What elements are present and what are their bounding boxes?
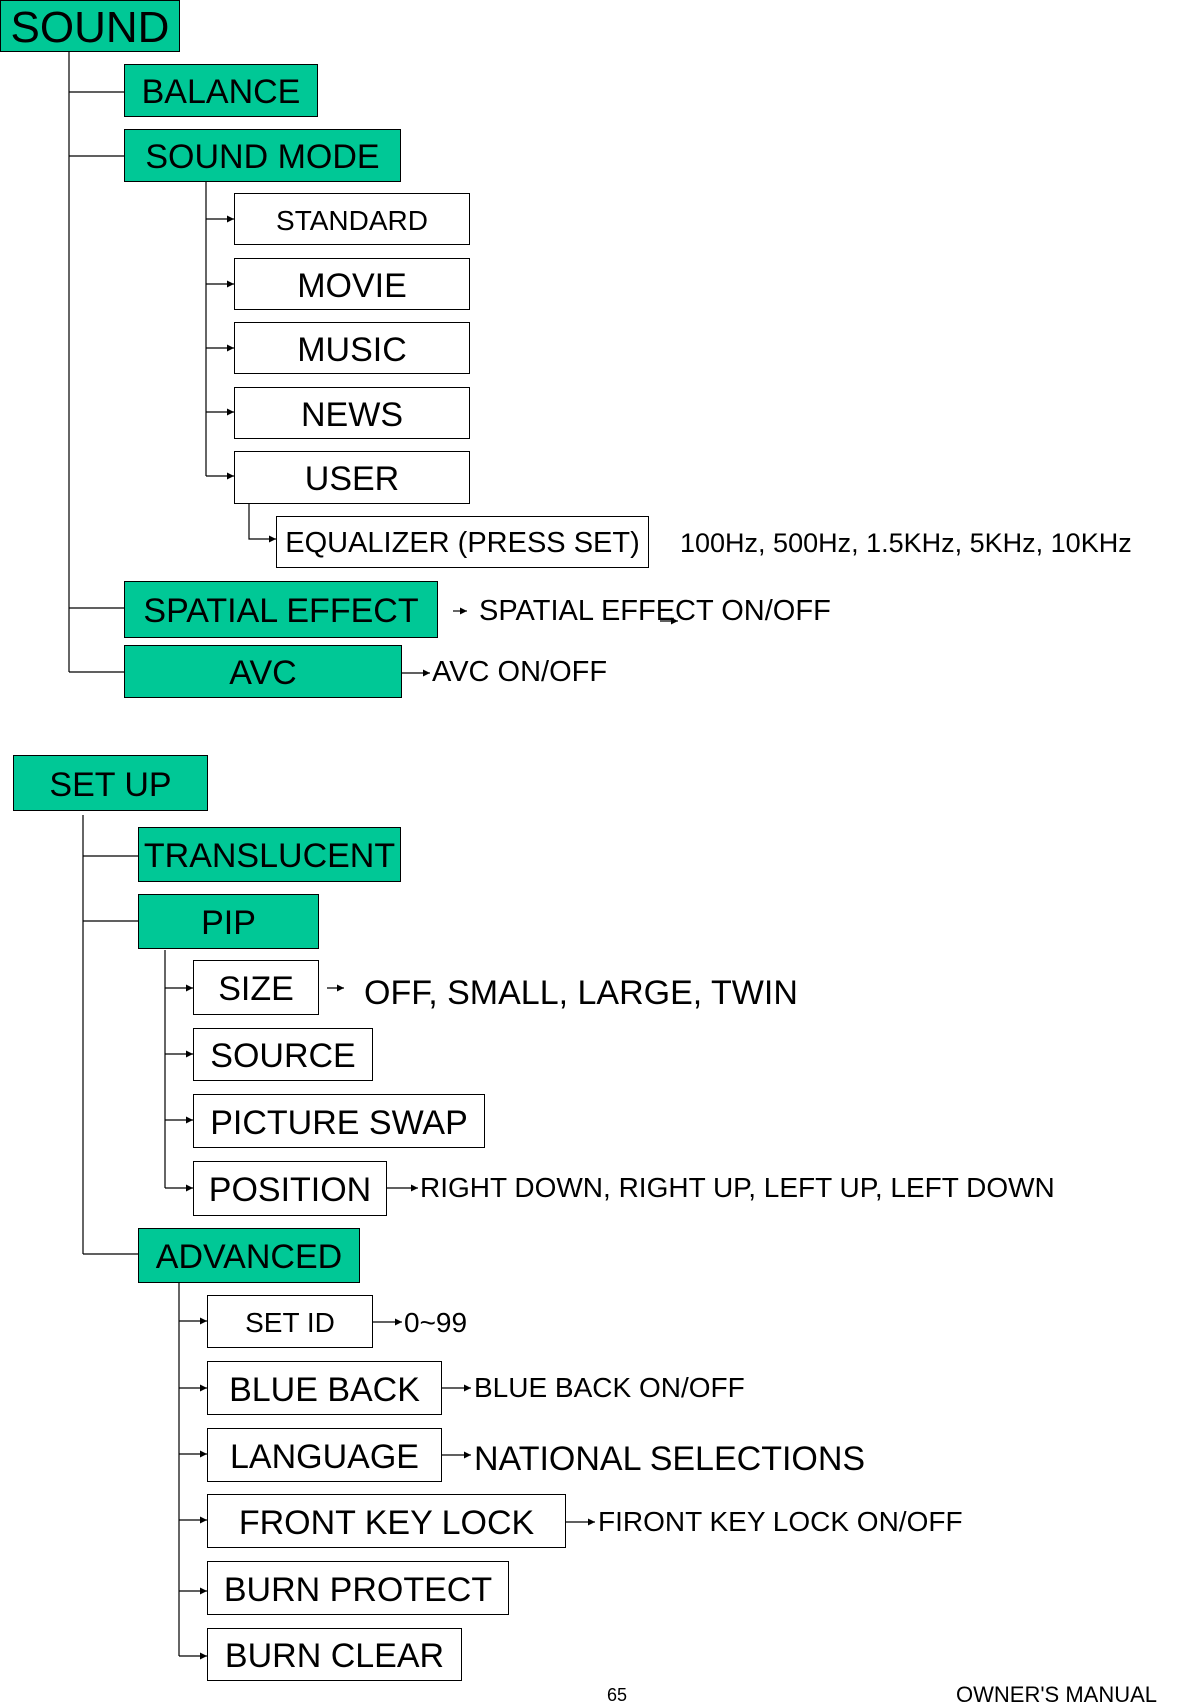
set-id-range: 0~99 — [404, 1307, 468, 1338]
balance-item: BALANCE — [124, 64, 318, 117]
sound-mode-item: SOUND MODE — [124, 129, 401, 182]
pip-item: PIP — [138, 894, 319, 949]
setup-menu-title: SET UP — [13, 755, 208, 811]
burn-clear-item: BURN CLEAR — [207, 1628, 462, 1681]
mode-standard: STANDARD — [234, 193, 470, 245]
spatial-effect-item: SPATIAL EFFECT — [124, 581, 438, 638]
mode-user: USER — [234, 451, 470, 504]
front-key-lock-value: FIRONT KEY LOCK ON/OFF — [598, 1506, 963, 1537]
equalizer-item: EQUALIZER (PRESS SET) — [276, 516, 649, 568]
burn-protect-item: BURN PROTECT — [207, 1561, 509, 1615]
page-number: 65 — [607, 1685, 628, 1705]
pip-position-options: RIGHT DOWN, RIGHT UP, LEFT UP, LEFT DOWN — [420, 1172, 1055, 1203]
pip-size-item: SIZE — [193, 960, 319, 1015]
language-value: NATIONAL SELECTIONS — [474, 1440, 866, 1478]
avc-item: AVC — [124, 645, 402, 698]
mode-news: NEWS — [234, 387, 470, 439]
pip-picture-swap-item: PICTURE SWAP — [193, 1094, 485, 1148]
blue-back-item: BLUE BACK — [207, 1361, 442, 1415]
avc-value: AVC ON/OFF — [432, 656, 608, 688]
mode-music: MUSIC — [234, 322, 470, 374]
set-id-item: SET ID — [207, 1295, 373, 1348]
manual-title: OWNER'S MANUAL — [956, 1682, 1157, 1707]
language-item: LANGUAGE — [207, 1428, 442, 1482]
spatial-effect-value: SPATIAL EFFECT ON/OFF — [479, 595, 831, 627]
pip-source-item: SOURCE — [193, 1028, 373, 1081]
equalizer-bands-label: 100Hz, 500Hz, 1.5KHz, 5KHz, 10KHz — [680, 528, 1132, 558]
blue-back-value: BLUE BACK ON/OFF — [474, 1372, 745, 1403]
pip-position-item: POSITION — [193, 1161, 387, 1216]
front-key-lock-item: FRONT KEY LOCK — [207, 1494, 566, 1548]
advanced-item: ADVANCED — [138, 1228, 360, 1283]
translucent-item: TRANSLUCENT — [138, 827, 401, 882]
sound-menu-title: SOUND — [0, 0, 180, 52]
mode-movie: MOVIE — [234, 258, 470, 310]
pip-size-options: OFF, SMALL, LARGE, TWIN — [364, 974, 798, 1012]
